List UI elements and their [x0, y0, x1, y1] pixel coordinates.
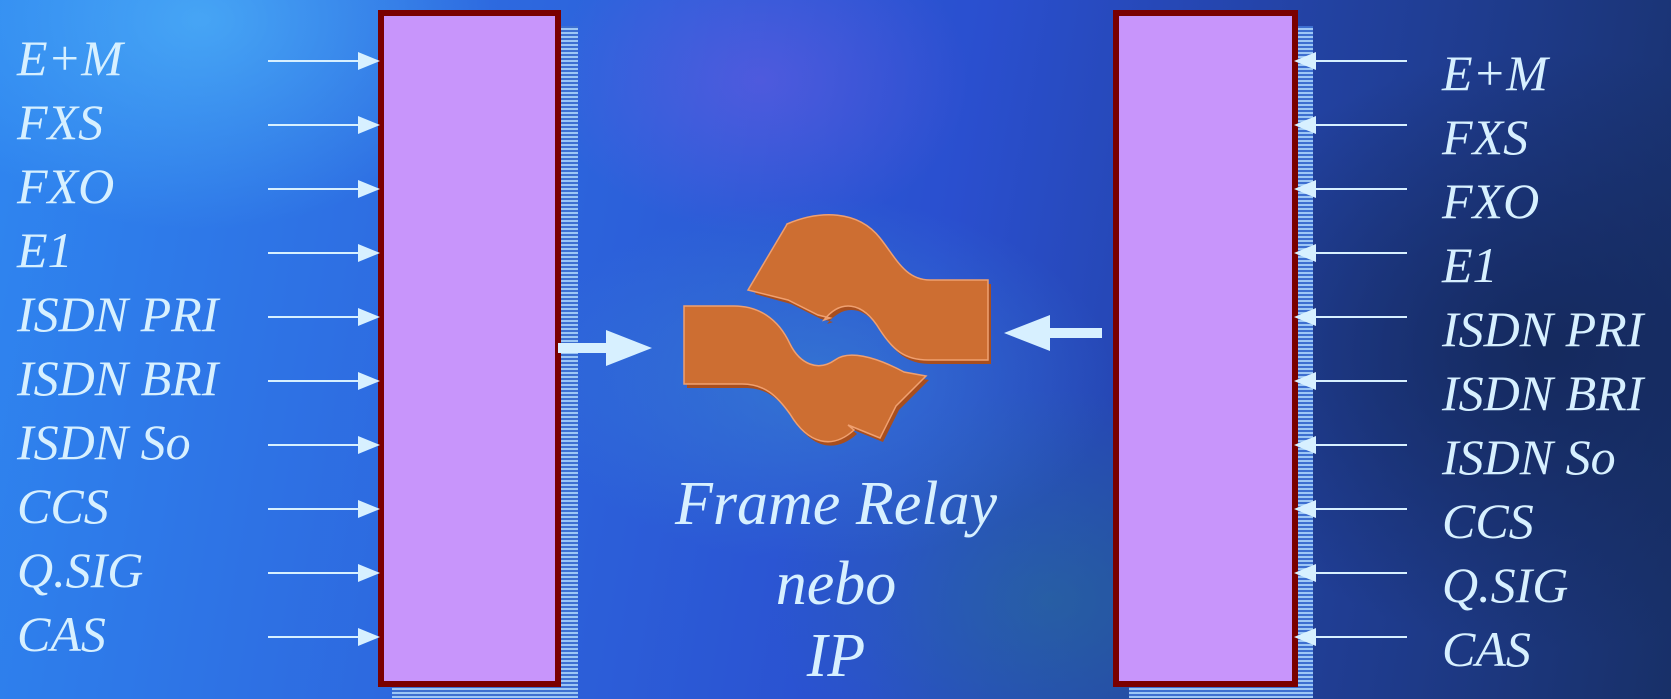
- right-input-arrows: [1294, 52, 1407, 646]
- right-network-arrow: [1004, 315, 1102, 351]
- exchange-arrows-icon: [683, 214, 991, 446]
- left-label-cas: CAS: [17, 606, 106, 662]
- left-network-arrow: [558, 330, 652, 366]
- right-arrow-ccs: [1294, 500, 1407, 518]
- left-input-arrows: [268, 52, 380, 646]
- left-label-qsig: Q.SIG: [17, 542, 144, 598]
- left-label-isdn-bri: ISDN BRI: [17, 350, 219, 406]
- right-arrow-isdn-pri: [1294, 308, 1407, 326]
- right-arrow-fxs: [1294, 116, 1407, 134]
- left-arrow-qsig: [268, 564, 380, 582]
- left-arrow-ccs: [268, 500, 380, 518]
- left-label-isdn-so: ISDN So: [17, 414, 191, 470]
- right-device-box: [1113, 10, 1298, 687]
- left-arrow-em: [268, 52, 380, 70]
- left-arrow-e1: [268, 244, 380, 262]
- right-label-cas: CAS: [1442, 621, 1531, 677]
- right-arrow-em: [1294, 52, 1407, 70]
- left-label-ccs: CCS: [17, 478, 109, 534]
- left-arrow-fxs: [268, 116, 380, 134]
- network-title-frame-relay: Frame Relay: [675, 470, 997, 538]
- right-label-fxs: FXS: [1442, 109, 1529, 165]
- right-arrow-cas: [1294, 628, 1407, 646]
- left-label-isdn-pri: ISDN PRI: [17, 286, 219, 342]
- right-arrow-qsig: [1294, 564, 1407, 582]
- left-arrow-fxo: [268, 180, 380, 198]
- right-label-ccs: CCS: [1442, 493, 1534, 549]
- right-label-isdn-so: ISDN So: [1442, 429, 1616, 485]
- right-arrow-fxo: [1294, 180, 1407, 198]
- left-device-box: [378, 10, 561, 687]
- network-title-nebo: nebo: [775, 550, 897, 618]
- left-arrow-isdn-pri: [268, 308, 380, 326]
- right-label-e1: E1: [1442, 237, 1498, 293]
- left-label-fxs: FXS: [17, 94, 104, 150]
- left-arrow-isdn-so: [268, 436, 380, 454]
- left-arrow-isdn-bri: [268, 372, 380, 390]
- right-arrow-isdn-so: [1294, 436, 1407, 454]
- left-label-e1: E1: [17, 222, 73, 278]
- left-arrow-cas: [268, 628, 380, 646]
- right-label-fxo: FXO: [1442, 173, 1540, 229]
- left-label-fxo: FXO: [17, 158, 115, 214]
- right-label-isdn-bri: ISDN BRI: [1442, 365, 1644, 421]
- right-label-em: E+M: [1442, 45, 1548, 101]
- right-arrow-isdn-bri: [1294, 372, 1407, 390]
- right-label-qsig: Q.SIG: [1442, 557, 1569, 613]
- left-label-em: E+M: [17, 30, 123, 86]
- right-label-isdn-pri: ISDN PRI: [1442, 301, 1644, 357]
- network-title-ip: IP: [806, 622, 866, 690]
- right-arrow-e1: [1294, 244, 1407, 262]
